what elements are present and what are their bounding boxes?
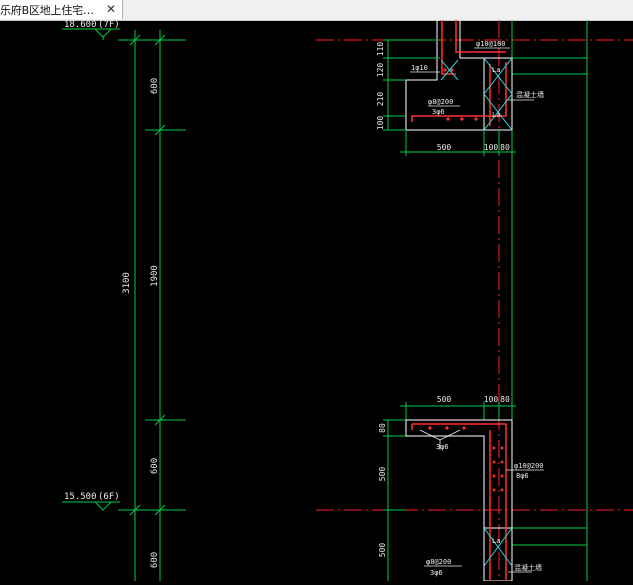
document-tab[interactable]: 乐府B区地上住宅… ✕ <box>0 0 123 19</box>
dim-tick <box>154 34 166 46</box>
rebar-note: 1φ10 <box>411 64 428 72</box>
anchor-label: La <box>492 66 500 74</box>
wall-outline-right <box>511 20 588 581</box>
cad-drawing: 3100 600 1900 600 600 18.600 (7F) 15.500… <box>62 20 633 582</box>
cad-drawing-canvas[interactable]: 3100 600 1900 600 600 18.600 (7F) 15.500… <box>0 20 633 582</box>
dim-segment-label: 600 <box>150 552 160 568</box>
elevation-value: 18.600 <box>64 20 97 30</box>
dim-label: 500 <box>437 395 452 404</box>
dim-label: 110 <box>376 42 385 57</box>
dim-label: 120 <box>376 63 385 78</box>
wall-tag: 混凝土墙 <box>514 563 542 572</box>
dim-label: 100 <box>484 395 499 404</box>
dim-label: 100 <box>376 116 385 131</box>
dim-label: 210 <box>376 92 385 107</box>
dim-segment-label: 600 <box>150 78 160 94</box>
dim-tick <box>154 414 166 426</box>
document-tab-title: 乐府B区地上住宅… <box>0 3 94 17</box>
rebar-note: 3φ6 <box>430 569 443 577</box>
dim-segment-label: 600 <box>150 458 160 474</box>
dim-label: 500 <box>378 543 387 558</box>
dim-label: 500 <box>378 467 387 482</box>
rebar-note: 3φ6 <box>436 443 449 451</box>
rebar-note: φ8@200 <box>426 558 451 566</box>
dim-label: 100 <box>484 143 499 152</box>
rebar-note: 8φ6 <box>516 472 529 480</box>
anchor-label: La <box>492 111 500 119</box>
detail-bottom: 500 100 80 80 500 500 <box>378 395 544 582</box>
elevation-value: 15.500 <box>64 492 97 502</box>
rebar-note: φ10@200 <box>514 462 544 470</box>
elevation-marker-6f: 15.500 (6F) <box>62 492 120 511</box>
dim-tick <box>129 34 141 46</box>
wall-tag: 混凝土墙 <box>516 90 544 99</box>
elevation-marker-7f: 18.600 (7F) <box>62 20 120 40</box>
document-tab-bar: 乐府B区地上住宅… ✕ <box>0 0 633 21</box>
rebar-note: φ10@100 <box>476 40 506 48</box>
dim-segment-label: 1900 <box>150 265 160 287</box>
rebar-note: φ8@200 <box>428 98 453 106</box>
elevation-floor: (6F) <box>98 492 120 502</box>
dim-label: 80 <box>500 395 510 404</box>
anchor-label: La <box>492 537 500 545</box>
dim-tick <box>129 504 141 516</box>
dim-total-label: 3100 <box>122 272 132 294</box>
dim-label: 80 <box>378 423 387 433</box>
rebar-note: 3φ6 <box>432 108 445 116</box>
axis-lines <box>316 20 633 581</box>
close-icon[interactable]: ✕ <box>105 2 116 16</box>
elevation-floor: (7F) <box>98 20 120 30</box>
dim-label: 500 <box>437 143 452 152</box>
dim-tick <box>154 504 166 516</box>
left-dimension-chain <box>118 30 186 581</box>
dim-tick <box>154 124 166 136</box>
detail-top: 110 120 210 100 500 100 80 φ10@100 1φ10 … <box>376 20 544 156</box>
dim-label: 80 <box>500 143 510 152</box>
